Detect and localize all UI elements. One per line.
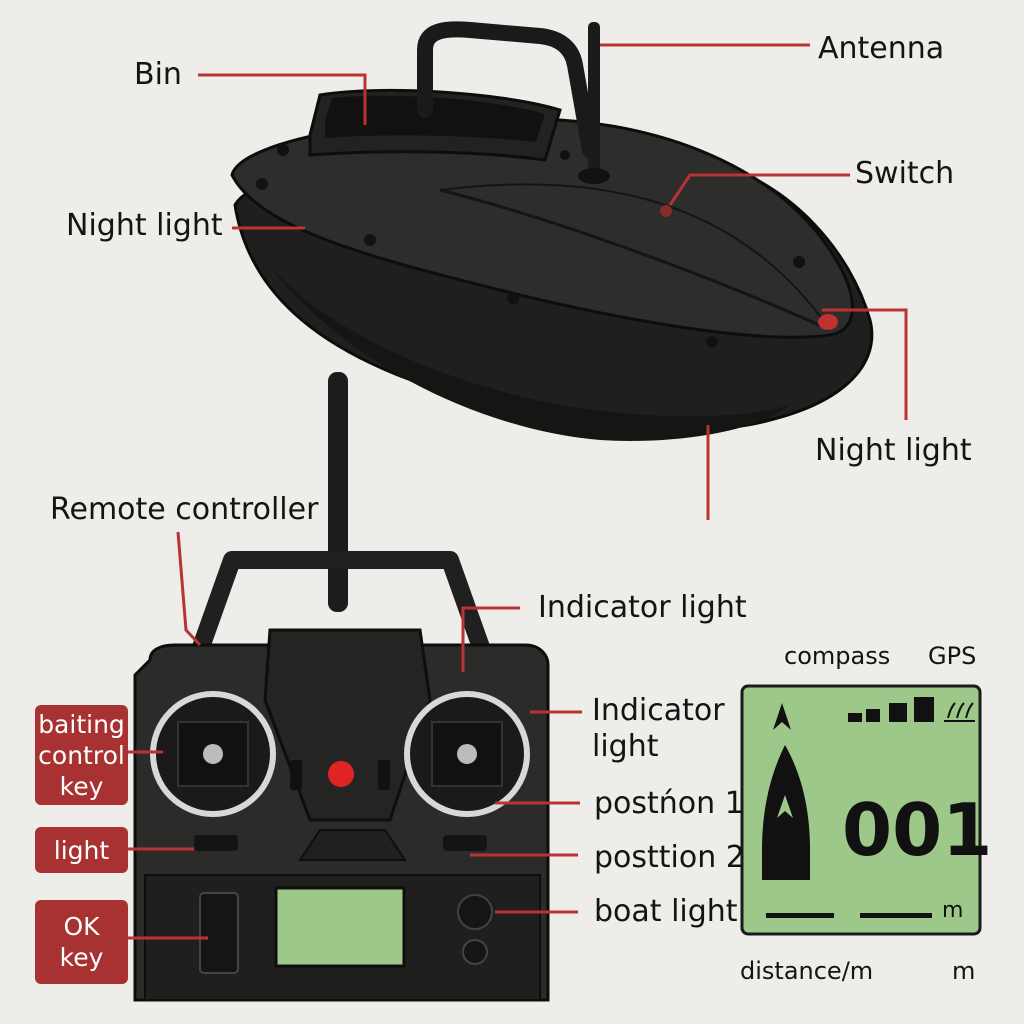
label-position-2: posttion 2	[594, 840, 745, 875]
label-antenna: Antenna	[818, 31, 945, 66]
tag-baiting-line2: control	[38, 740, 125, 770]
label-indicator-light-2-line2: light	[592, 729, 659, 764]
label-distance: distance/m	[740, 957, 874, 985]
bait-boat	[230, 21, 874, 441]
lcd-unit: m	[942, 898, 964, 923]
label-indicator-light-2-line1: Indicator	[592, 693, 725, 728]
tag-ok-line2: key	[59, 943, 104, 972]
label-distance-unit: m	[952, 957, 976, 985]
label-indicator-light-2: Indicator light	[592, 693, 725, 765]
signal-bar	[889, 703, 907, 722]
label-gps: GPS	[928, 642, 977, 670]
tag-baiting-line1: baiting	[38, 709, 125, 739]
label-indicator-light-1: Indicator light	[538, 590, 747, 625]
label-compass: compass	[784, 642, 891, 670]
label-position-1: postńon 1	[594, 786, 744, 821]
label-remote-controller: Remote controller	[50, 492, 319, 527]
compass-icon	[773, 703, 791, 730]
tag-ok-key: OK key	[35, 900, 128, 984]
signal-bar	[848, 713, 862, 722]
tag-ok-line1: OK	[63, 912, 100, 941]
label-bin: Bin	[134, 57, 182, 92]
label-switch: Switch	[855, 156, 955, 191]
lcd-distance-value: 001	[842, 788, 993, 872]
tag-light-text: light	[53, 835, 110, 865]
tag-light: light	[35, 827, 128, 873]
leader-lines	[128, 43, 908, 940]
lcd-display	[740, 684, 982, 936]
tag-baiting-control-key: baiting control key	[35, 705, 128, 805]
label-night-light-top: Night light	[66, 208, 223, 243]
tag-baiting-line3: key	[59, 771, 104, 801]
signal-bar	[914, 697, 934, 722]
boat-icon	[762, 745, 810, 880]
signal-bar	[866, 709, 880, 722]
label-night-light-right: Night light	[815, 433, 972, 468]
label-boat-light: boat light	[594, 894, 738, 929]
remote-controller	[133, 372, 550, 1002]
gps-signal-icon	[944, 702, 975, 722]
